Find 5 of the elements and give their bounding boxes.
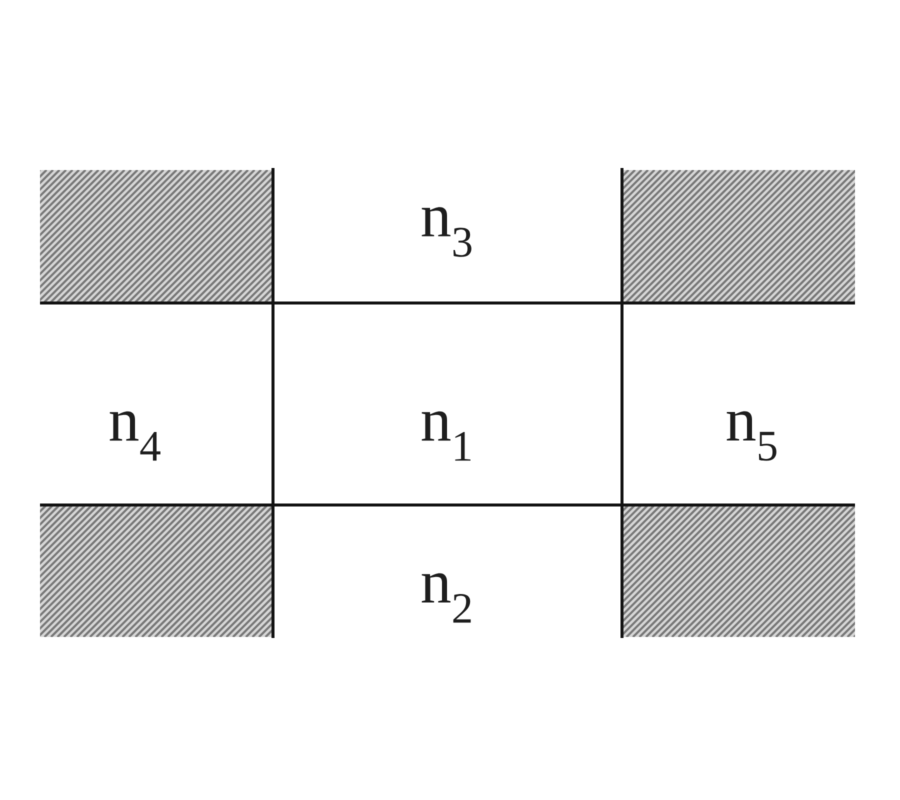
region-label: n$_{1}$ (422, 411, 470, 461)
region-label: n$_{5}$ (726, 411, 776, 461)
region-label: n$_{3}$ (422, 207, 472, 257)
region-label: n$_{4}$ (110, 411, 160, 461)
region-label: n$_{2}$ (422, 573, 471, 623)
